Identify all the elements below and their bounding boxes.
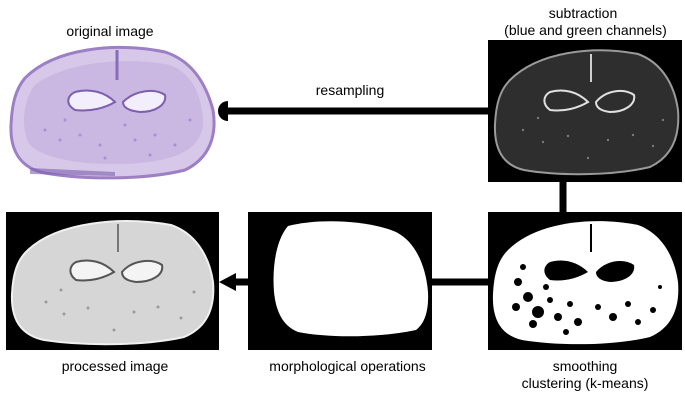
original-brain-section — [5, 40, 218, 182]
resampling-arrow-head — [218, 101, 228, 121]
clustering-brain-section — [488, 212, 682, 350]
processed-arrow-head — [219, 273, 236, 291]
original-image — [5, 40, 218, 182]
processed-brain-section — [6, 212, 219, 350]
subtraction-brain-section — [488, 40, 682, 182]
clustering-panel — [488, 212, 682, 350]
processed-panel — [6, 212, 219, 350]
morphological-mask — [248, 212, 432, 350]
subtraction-panel — [488, 40, 682, 182]
morphological-panel — [248, 212, 432, 350]
